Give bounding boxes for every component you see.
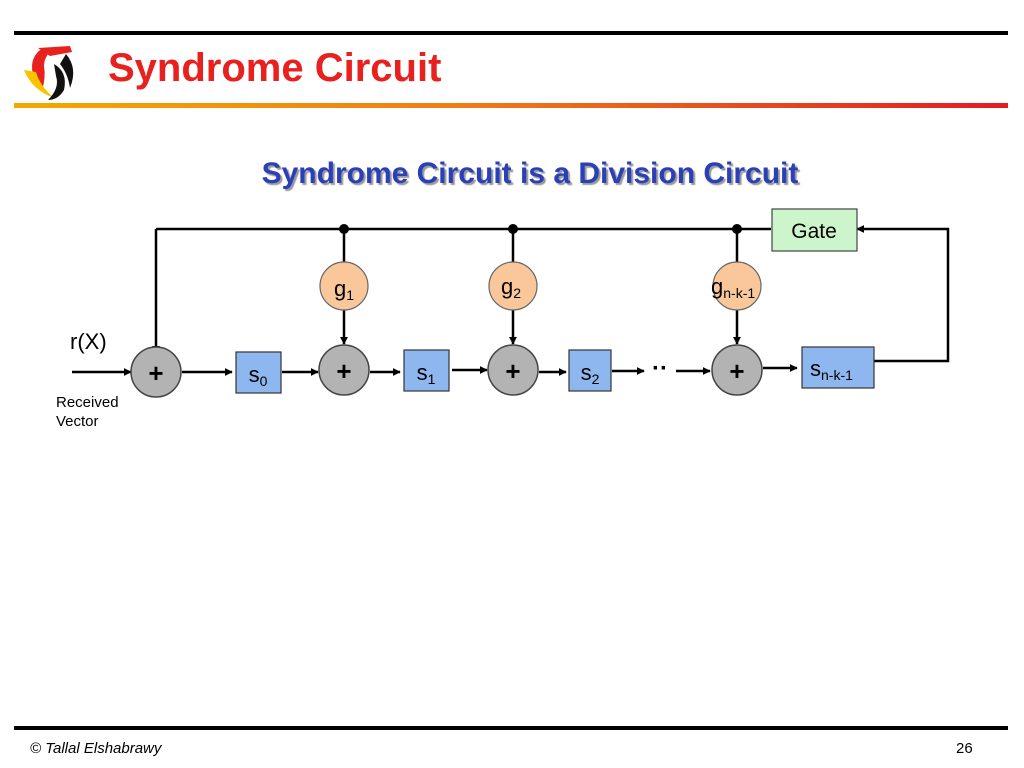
bottom-rule	[14, 726, 1008, 730]
coefficient-gnk1: gn-k-1	[711, 261, 762, 311]
register-snk1-sub: n-k-1	[821, 367, 853, 383]
register-s0: s0	[235, 351, 282, 394]
adder-3: +	[711, 344, 763, 396]
adder-2: +	[487, 344, 539, 396]
svg-text:s0: s0	[249, 362, 268, 389]
coefficient-g1-sub: 1	[346, 287, 354, 303]
register-s2-sub: 2	[592, 371, 600, 387]
adder-1: +	[318, 344, 370, 396]
register-s2: s2	[568, 349, 612, 392]
svg-text:gn-k-1: gn-k-1	[711, 274, 755, 301]
svg-text:sn-k-1: sn-k-1	[810, 356, 853, 383]
register-s1: s1	[403, 349, 450, 392]
svg-text:g1: g1	[334, 276, 354, 303]
coefficient-g2-base: g	[501, 274, 513, 299]
svg-text:s2: s2	[581, 360, 600, 387]
adder-2-symbol: +	[505, 356, 520, 386]
top-rule	[14, 31, 1008, 35]
input-label: r(X)	[70, 329, 107, 354]
register-s2-base: s	[581, 360, 592, 385]
coefficient-gnk1-sub: n-k-1	[723, 285, 755, 301]
svg-text:g2: g2	[501, 274, 521, 301]
coefficient-g1-base: g	[334, 276, 346, 301]
coefficient-g2-sub: 2	[513, 285, 521, 301]
page-title: Syndrome Circuit	[108, 46, 442, 90]
coefficient-gnk1-base: g	[711, 274, 723, 299]
adder-3-symbol: +	[729, 356, 744, 386]
input-note-line2: Vector	[56, 413, 99, 430]
adder-0: +	[130, 346, 182, 398]
input-note-line1: Received	[56, 394, 119, 411]
university-logo	[24, 46, 74, 100]
adder-0-symbol: +	[148, 358, 163, 388]
register-s1-sub: 1	[428, 371, 436, 387]
page-number: 26	[956, 740, 973, 757]
title-underline	[14, 103, 1008, 108]
register-s0-sub: 0	[260, 373, 268, 389]
register-s0-base: s	[249, 362, 260, 387]
gate-box: Gate	[771, 208, 858, 252]
adder-1-symbol: +	[336, 356, 351, 386]
coefficient-g1: g1	[319, 261, 369, 311]
feedback-return-line	[856, 225, 950, 363]
gate-label: Gate	[791, 220, 837, 243]
slide-subtitle: Syndrome Circuit is a Division Circuit	[261, 157, 799, 190]
coefficient-g2: g2	[488, 261, 538, 311]
register-snk1-base: s	[810, 356, 821, 381]
footer-author: © Tallal Elshabrawy	[30, 740, 162, 757]
register-s1-base: s	[417, 360, 428, 385]
register-snk1: sn-k-1	[801, 346, 875, 389]
svg-text:s1: s1	[417, 360, 436, 387]
ellipsis: ··	[652, 355, 668, 382]
